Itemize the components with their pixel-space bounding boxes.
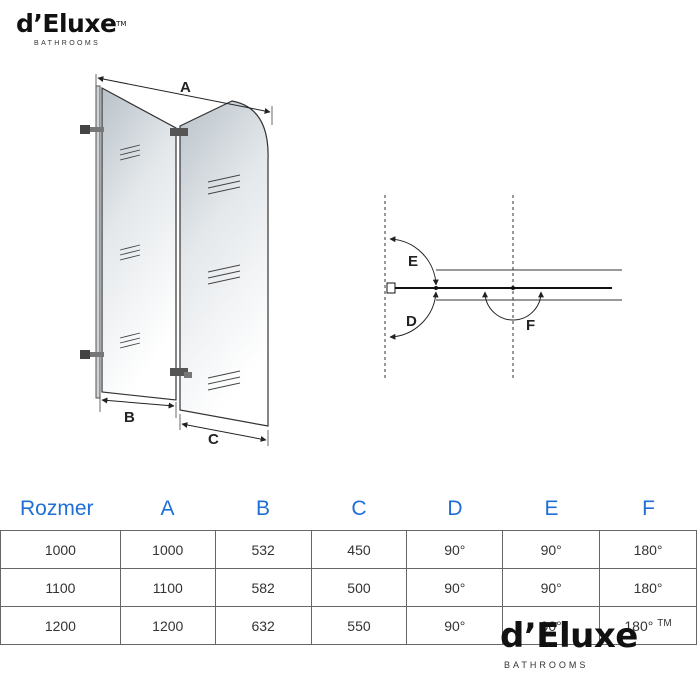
- logo-subtitle: BATHROOMS: [34, 40, 101, 47]
- hinge-bottom: [170, 368, 188, 376]
- wall-bracket-bottom: [80, 350, 90, 359]
- table-cell: 632: [214, 606, 312, 645]
- table-tm-mark: TM: [657, 617, 672, 629]
- wall-profile: [95, 85, 101, 399]
- folding-panel: [179, 100, 269, 427]
- size-table: 1000 1000 532 450 90° 90° 180° 1100 1100…: [0, 530, 697, 645]
- hinge-bottom-cap: [184, 372, 192, 378]
- table-cell: 532: [214, 530, 312, 569]
- glass-reflections: [119, 144, 241, 391]
- angle-f-label: F: [526, 317, 535, 334]
- angle-e-arc: [389, 236, 439, 286]
- table-cell: 180°: [599, 530, 697, 569]
- header-e: E: [544, 497, 559, 520]
- wall-bracket-top: [80, 125, 90, 134]
- dimension-b-label: B: [124, 409, 135, 426]
- front-elevation: A B C: [80, 74, 273, 448]
- table-cell: 90°: [502, 530, 601, 569]
- table-cell: 1100: [0, 568, 121, 607]
- logo-tm: TM: [116, 20, 127, 28]
- table-cell: 582: [214, 568, 312, 607]
- brand-logo: d’Eluxe TM BATHROOMS: [16, 9, 126, 48]
- header-d: D: [447, 497, 463, 520]
- shower-screen-diagram: A B C E D F: [80, 74, 622, 448]
- header-c: C: [351, 497, 367, 520]
- header-f: F: [642, 497, 655, 520]
- table-cell: 1000: [0, 530, 121, 569]
- logo-wordmark: d’Eluxe TM: [16, 9, 126, 38]
- wall-bracket-top-arm: [90, 127, 104, 132]
- plan-view: E D F: [384, 195, 622, 380]
- table-cell: 1200: [0, 606, 121, 645]
- header-b: B: [255, 497, 270, 520]
- angle-e-label: E: [408, 253, 418, 270]
- logo-wordmark-large: d’Eluxe: [500, 618, 638, 654]
- table-cell: 550: [310, 606, 408, 645]
- logo-brand-text-large: d’Eluxe: [500, 616, 638, 656]
- table-cell: 180°: [599, 568, 697, 607]
- header-rozmer: Rozmer: [20, 497, 94, 520]
- table-row: 1100 1100 582 500 90° 90° 180°: [0, 568, 697, 607]
- table-cell: 90°: [406, 530, 504, 569]
- table-cell: 450: [310, 530, 408, 569]
- dimension-b-line: [101, 397, 175, 409]
- table-cell: 90°: [502, 568, 601, 607]
- dimension-c-line: [181, 422, 267, 442]
- table-cell-last: 180° TM: [599, 606, 697, 645]
- wall-bracket-bottom-arm: [90, 352, 104, 357]
- angle-d-arc: [389, 291, 439, 340]
- table-cell-value: 180°: [624, 617, 654, 634]
- table-cell: 1100: [119, 568, 216, 607]
- brand-logo-watermark: d’Eluxe BATHROOMS: [500, 618, 638, 670]
- hinge-top: [170, 128, 188, 136]
- logo-brand-text: d’Eluxe: [16, 9, 117, 38]
- fixed-panel: [101, 86, 177, 401]
- angle-f-arc: [482, 291, 544, 321]
- table-cell: 90°: [406, 568, 504, 607]
- header-a: A: [160, 497, 175, 520]
- dimension-a-line: [97, 76, 271, 114]
- angle-d-label: D: [406, 313, 417, 330]
- table-cell: 90°: [406, 606, 504, 645]
- dimension-c-label: C: [208, 431, 219, 448]
- table-row: 1200 1200 632 550 90° 90° 180° TM: [0, 606, 697, 645]
- logo-subtitle-large: BATHROOMS: [504, 660, 589, 670]
- table-cell: 500: [310, 568, 408, 607]
- table-cell: 1200: [119, 606, 216, 645]
- dimension-a-label: A: [180, 79, 191, 96]
- table-row: 1000 1000 532 450 90° 90° 180°: [0, 530, 697, 569]
- wall-bracket-plan: [386, 282, 396, 294]
- table-cell: 1000: [119, 530, 216, 569]
